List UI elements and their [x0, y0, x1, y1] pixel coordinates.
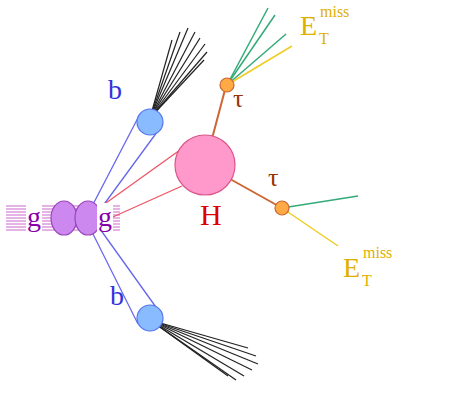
tau-vertex-upper	[220, 78, 234, 92]
b-label: b	[110, 282, 124, 310]
b-quark-lower	[137, 305, 163, 331]
b-quark-upper	[137, 109, 163, 135]
met-symbol: E	[300, 12, 317, 40]
gluon-label: g	[26, 203, 42, 231]
tau-vertex-lower	[275, 201, 289, 215]
higgs-blob	[175, 135, 235, 195]
met-superscript: miss	[320, 4, 349, 20]
b-jet-upper	[150, 28, 207, 118]
tau-label: τ	[268, 165, 278, 191]
met-subscript: T	[319, 31, 329, 47]
met-subscript: T	[362, 273, 372, 289]
b-lines	[88, 114, 160, 324]
higgs-label: H	[200, 200, 222, 230]
met-superscript: miss	[363, 245, 392, 261]
gluon-ellipses	[51, 201, 101, 235]
b-jet-lower	[150, 320, 258, 380]
b-label: b	[108, 76, 122, 104]
gluon-label: g	[97, 203, 113, 231]
tau-label: τ	[233, 86, 243, 112]
tau-decay-lower	[282, 196, 358, 246]
met-symbol: E	[343, 254, 360, 282]
tau-decay-upper	[227, 8, 292, 85]
